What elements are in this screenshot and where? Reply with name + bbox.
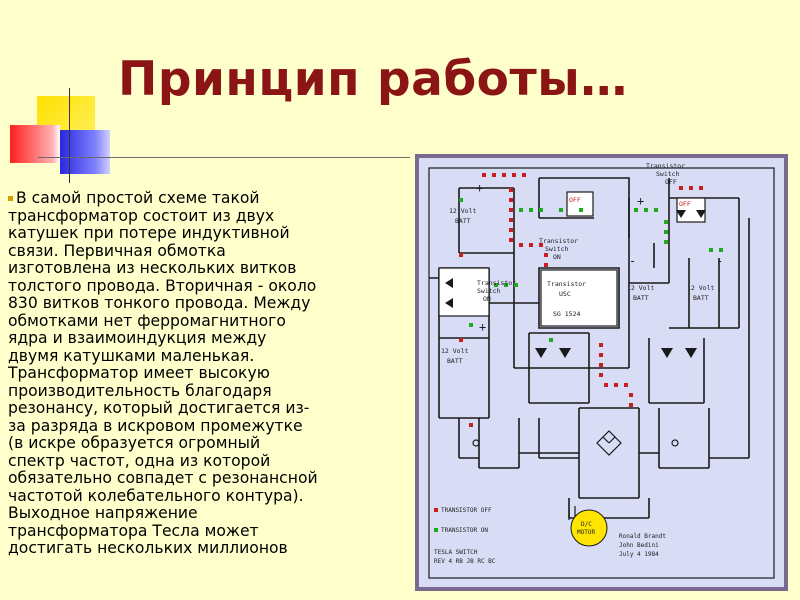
body-line: частотой колебательного контура). [8,486,304,505]
slide-body-text: В самой простой схеме такой трансформато… [8,190,408,600]
legend-transistor-on: TRANSISTOR ON [441,527,488,534]
motor-icon [570,509,608,547]
label-switch-on-mid-1: Transistor [539,237,578,245]
slide-title: Принцип работы… [118,52,628,107]
decor-red-square [10,125,60,163]
body-line: 830 витков тонкого провода. Между [8,294,311,312]
body-line: Трансформатор имеет высокую [8,364,270,382]
label-switch-title-2: REV 4 RB JB RC BC [434,558,496,565]
body-line: катушек при потере индуктивной [8,224,290,242]
label-off-2: OFF [679,200,691,208]
label-switch-off-1: Transistor [646,162,685,170]
label-batt-4-volt: 12 Volt [441,347,468,355]
label-plus-2: + [637,194,644,208]
body-line: трансформатора Тесла может [8,521,259,540]
label-batt-1-batt: BATT [455,217,471,225]
body-line: спектр частот, одна из которой [8,451,271,470]
body-line: (в искре образуется огромный [8,434,261,452]
label-credits-1: Ronald Brandt [619,533,666,540]
label-batt-2-volt: 12 Volt [627,284,654,292]
label-ic-1: Transistor [547,280,586,288]
body-line: ядра и взаимоиндукция между [8,329,267,347]
label-motor-2: MOTOR [577,529,595,536]
label-batt-4-batt: BATT [447,357,463,365]
label-batt-2-batt: BATT [633,294,649,302]
label-switch-on-left-3: ON [483,295,491,303]
bullet-icon [8,196,13,201]
body-line: Выходное напряжение [8,504,198,522]
label-switch-on-mid-3: ON [553,253,561,261]
label-credits-3: July 4 1984 [619,551,659,558]
label-switch-on-left-1: Transistor [477,279,516,287]
label-switch-off-3: OFF [665,178,677,186]
label-off-1: OFF [569,196,581,204]
label-switch-title-1: TESLA SWITCH [434,549,478,556]
label-plus-3: + [479,320,486,334]
circuit-schematic: Transistor Switch OFF Transistor Switch … [428,162,775,579]
body-line: двумя катушками маленькая. [8,346,255,365]
body-line: трансформатор состоит из двух [8,206,275,225]
decor-vertical-line [69,88,70,183]
label-ic-2: USC [559,290,571,298]
label-minus-1: - [629,254,636,268]
decor-horizontal-rule [38,157,410,158]
circuit-diagram: Transistor Switch OFF Transistor Switch … [419,158,784,587]
circuit-diagram-frame: Transistor Switch OFF Transistor Switch … [415,154,788,591]
body-line: производительность благодаря [8,381,272,400]
body-line: обмотками нет ферромагнитного [8,311,286,330]
body-line: толстого провода. Вторичная - около [8,276,317,295]
body-line: за разряда в искровом промежутке [8,416,303,435]
decor-blue-square [60,130,110,174]
label-switch-on-left-2: Switch [477,287,501,295]
label-batt-1-volt: 12 Volt [449,207,476,215]
body-line: В самой простой схеме такой [8,190,408,208]
label-switch-off-2: Switch [656,170,680,178]
label-switch-on-mid-2: Switch [545,245,569,253]
label-batt-3-volt: 12 Volt [687,284,714,292]
body-line-text: В самой простой схеме такой [16,190,260,207]
body-line: изготовлена из нескольких витков [8,259,297,277]
label-minus-2: - [716,254,723,268]
label-batt-3-batt: BATT [693,294,709,302]
body-line: достигать нескольких миллионов [8,539,288,557]
label-motor-1: D/C [581,521,592,528]
body-line: резонансу, который достигается из- [8,399,310,417]
legend-transistor-off: TRANSISTOR OFF [441,507,492,514]
body-line: обязательно совпадет с резонансной [8,469,318,487]
body-line: связи. Первичная обмотка [8,241,226,260]
label-ic-3: SG 1524 [553,310,580,318]
label-credits-2: John Bedini [619,542,659,549]
label-plus-1: + [476,181,483,195]
